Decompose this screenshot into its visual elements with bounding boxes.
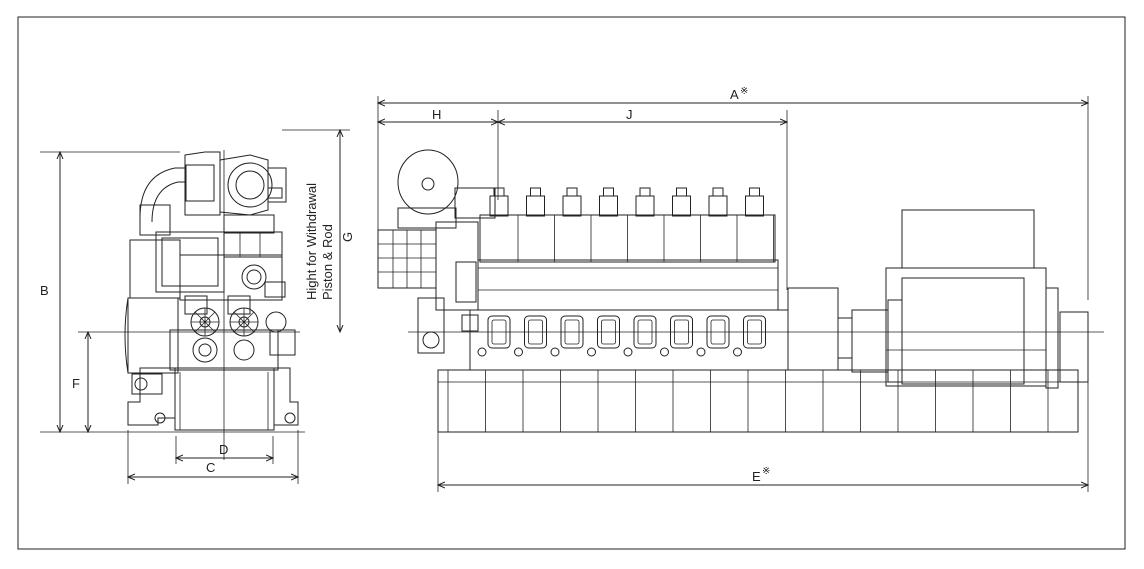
dimension-j-label: J [626, 107, 633, 122]
inspection-door [623, 315, 657, 357]
dimension-f-label: F [72, 376, 80, 391]
cylinder-head [599, 187, 628, 262]
inspection-door [550, 315, 584, 357]
drawing-frame [17, 16, 1126, 550]
end-view [40, 150, 305, 460]
side-view [377, 149, 1104, 433]
dimension-a-label: A [730, 87, 739, 102]
inspection-door [660, 315, 693, 357]
inspection-door [587, 315, 620, 357]
dimension-d-label: D [219, 442, 228, 457]
cylinder-head [489, 187, 519, 262]
withdrawal-height-label: Hight for Withdrawal [304, 183, 319, 300]
cylinder-head [562, 187, 592, 262]
cylinder-head [635, 187, 665, 262]
inspection-door [733, 315, 766, 357]
dimension-c-label: C [206, 460, 215, 475]
withdrawal-piston-label: Piston & Rod [320, 224, 335, 300]
cylinder-head [708, 187, 738, 262]
cylinder-head [526, 187, 555, 262]
dimension-h-label: H [432, 107, 441, 122]
inspection-door [477, 315, 511, 357]
dimension-e-label: E [752, 469, 761, 484]
cylinder-head [672, 187, 701, 262]
dimension-b-label: B [40, 283, 49, 298]
cylinder-head [745, 187, 774, 262]
dimension-g-label: G [340, 232, 355, 242]
inspection-door [696, 315, 730, 357]
inspection-door [514, 315, 547, 357]
dimension-e-mark: ※ [762, 466, 770, 477]
dimension-a-mark: ※ [740, 86, 748, 97]
